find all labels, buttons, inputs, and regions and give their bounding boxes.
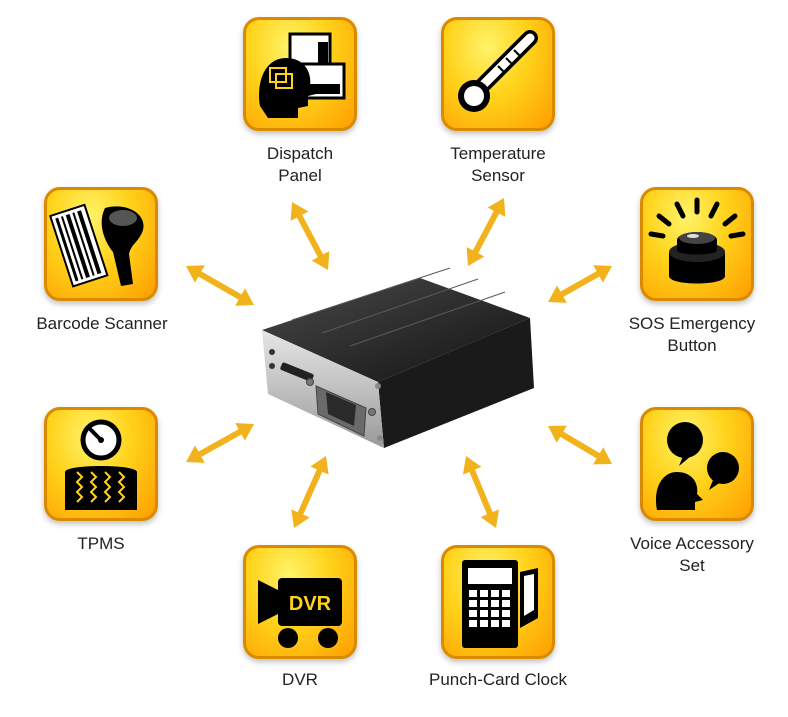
- arrow-temperature-sensor-head-start: [487, 198, 506, 217]
- thermometer-icon: [458, 30, 538, 112]
- label-line: TPMS: [77, 534, 125, 553]
- arrow-tpms-head-end: [235, 423, 254, 441]
- barcode-scanner-icon: [48, 203, 144, 288]
- arrow-temperature-sensor: [470, 207, 502, 257]
- punch-card-label: Punch-Card Clock: [410, 669, 586, 691]
- temperature-sensor-tile: [441, 17, 555, 131]
- label-line: Temperature: [450, 144, 546, 163]
- dvr-tile: DVR: [243, 545, 357, 659]
- arrow-dvr-head-end: [310, 456, 329, 475]
- arrow-voice-accessory-head-start: [593, 447, 612, 465]
- label-line: SOS Emergency: [628, 314, 756, 333]
- arrow-dispatch-panel-head-start: [290, 202, 309, 221]
- arrow-voice-accessory: [556, 429, 604, 461]
- arrow-punch-card-head-start: [480, 509, 500, 528]
- barcode-scanner-tile: [44, 187, 158, 301]
- dispatch-panel-icon: [259, 32, 346, 118]
- label-line: Button: [667, 336, 717, 355]
- punch-card-clock-icon: [462, 560, 538, 648]
- voice-accessory-tile: [640, 407, 754, 521]
- label-line: Punch-Card Clock: [429, 670, 567, 689]
- voice-accessory-label: Voice Accessory Set: [604, 533, 780, 577]
- arrow-sos-button-head-start: [593, 265, 612, 283]
- arrow-punch-card-head-end: [462, 456, 482, 475]
- dvr-camera-icon: DVR: [258, 578, 342, 648]
- label-line: Barcode Scanner: [36, 314, 168, 333]
- arrow-tpms-head-start: [186, 445, 205, 463]
- arrow-voice-accessory-head-end: [548, 425, 567, 443]
- arrow-barcode-scanner-head-start: [186, 265, 205, 283]
- arrow-barcode-scanner: [194, 269, 246, 302]
- temperature-sensor-label: Temperature Sensor: [426, 143, 570, 187]
- tire-pressure-icon: [65, 419, 137, 510]
- arrow-dispatch-panel-head-end: [311, 251, 330, 270]
- arrow-tpms: [195, 427, 245, 459]
- arrow-barcode-scanner-head-end: [235, 288, 254, 306]
- dispatch-panel-label: Dispatch Panel: [243, 143, 357, 187]
- arrow-punch-card: [467, 465, 495, 519]
- tpms-tile: [44, 407, 158, 521]
- speech-bubbles-icon: [655, 422, 739, 510]
- sos-button-label: SOS Emergency Button: [604, 313, 780, 357]
- arrow-dispatch-panel: [294, 211, 326, 261]
- arrow-sos-button-head-end: [548, 285, 567, 303]
- emergency-button-icon: [648, 197, 746, 284]
- label-line: Panel: [278, 166, 322, 185]
- tpms-label: TPMS: [44, 533, 158, 555]
- label-line: Sensor: [471, 166, 525, 185]
- arrow-dvr-head-start: [291, 509, 310, 528]
- punch-card-tile: [441, 545, 555, 659]
- label-line: Voice Accessory: [630, 534, 754, 553]
- arrow-sos-button: [556, 269, 604, 299]
- arrow-temperature-sensor-head-end: [466, 247, 485, 266]
- sos-button-tile: [640, 187, 754, 301]
- label-line: Set: [679, 556, 705, 575]
- label-line: Dispatch: [266, 144, 334, 163]
- dvr-icon-text: DVR: [289, 593, 332, 615]
- dvr-label: DVR: [243, 669, 357, 691]
- dispatch-panel-tile: [243, 17, 357, 131]
- barcode-scanner-label: Barcode Scanner: [12, 313, 192, 335]
- arrow-dvr: [296, 465, 324, 519]
- label-line: DVR: [282, 670, 318, 689]
